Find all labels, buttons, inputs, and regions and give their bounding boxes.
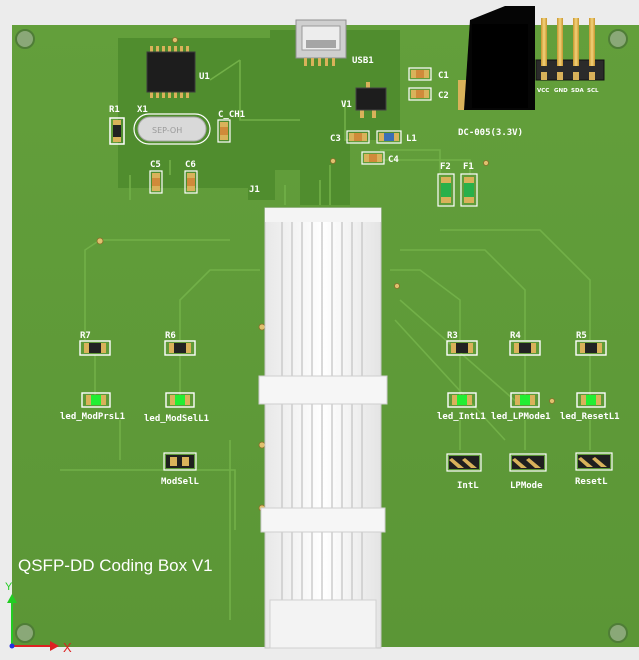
- capacitor-c6: [184, 170, 198, 194]
- jumper-reset: [575, 452, 613, 471]
- label-c1: C1: [438, 71, 449, 81]
- label-usb1: USB1: [352, 56, 374, 66]
- label-c-ch1: C_CH1: [218, 110, 245, 120]
- led-modprs: [81, 392, 111, 408]
- ic-u1: [146, 46, 196, 98]
- label-r1: R1: [109, 105, 120, 115]
- mounting-holes: [15, 29, 628, 643]
- capacitor-c3: [346, 130, 370, 144]
- jumper-modsel: [163, 452, 197, 471]
- resistor-r6: [164, 340, 196, 356]
- resistor-r3: [446, 340, 478, 356]
- label-dc: DC-005(3.3V): [458, 128, 523, 138]
- pcb-traces: [60, 59, 591, 620]
- label-led-reset: led_ResetL1: [560, 412, 620, 422]
- header-pin-vcc: VCC: [537, 88, 549, 94]
- label-led-lpmode: led_LPMode1: [491, 412, 551, 422]
- jumper-int: [446, 453, 482, 472]
- capacitor-c-ch1: [217, 119, 231, 143]
- header-pin-sda: SDA: [571, 88, 585, 94]
- fuse-f2: [437, 173, 455, 207]
- label-c4: C4: [388, 155, 399, 165]
- resistor-r1: [109, 117, 125, 145]
- label-f1: F1: [463, 162, 474, 172]
- capacitor-c5: [149, 170, 163, 194]
- fuse-f1: [460, 173, 478, 207]
- label-u1: U1: [199, 72, 210, 82]
- label-sw-lpmode: LPMode: [510, 481, 543, 491]
- label-l1: L1: [406, 134, 417, 144]
- header-pin-scl: SCL: [587, 88, 599, 94]
- label-sw-modsel: ModSelL: [161, 477, 200, 487]
- label-r7: R7: [80, 331, 91, 341]
- label-c5: C5: [150, 160, 161, 170]
- axis-gizmo: [7, 594, 59, 651]
- capacitor-c1: [408, 67, 432, 81]
- label-r3: R3: [447, 331, 458, 341]
- label-f2: F2: [440, 162, 451, 172]
- usb-connector: [295, 19, 347, 66]
- label-c6: C6: [185, 160, 196, 170]
- label-r6: R6: [165, 331, 176, 341]
- label-j1: J1: [249, 185, 260, 195]
- led-int: [447, 392, 477, 408]
- resistor-r4: [509, 340, 541, 356]
- inductor-l1: [376, 130, 402, 144]
- header-pin-gnd: GND: [554, 88, 568, 94]
- label-led-modsel: led_ModSelL1: [144, 414, 209, 424]
- capacitor-c4: [361, 151, 385, 165]
- resistor-r7: [79, 340, 111, 356]
- qsfp-dd-connector: [258, 207, 388, 649]
- label-r5: R5: [576, 331, 587, 341]
- label-c2: C2: [438, 91, 449, 101]
- board-title: QSFP-DD Coding Box V1: [18, 556, 213, 575]
- label-x1: X1: [137, 105, 148, 115]
- axis-y-label: Y: [5, 581, 13, 593]
- label-sw-reset: ResetL: [575, 477, 608, 487]
- axis-x-label: X: [63, 640, 72, 655]
- label-c3: C3: [330, 134, 341, 144]
- label-r4: R4: [510, 331, 521, 341]
- jumper-lpmode: [509, 453, 547, 472]
- led-reset: [576, 392, 606, 408]
- label-led-int: led_IntL1: [437, 412, 486, 422]
- label-led-modprs: led_ModPrsL1: [60, 412, 125, 422]
- regulator-v1: [355, 82, 387, 118]
- crystal-x1: SEP-OH: [133, 113, 211, 145]
- led-modsel: [165, 392, 195, 408]
- resistor-r5: [575, 340, 607, 356]
- pin-header: [535, 18, 605, 81]
- dc-jack: [458, 6, 535, 110]
- label-v1: V1: [341, 100, 352, 110]
- capacitor-c2: [408, 87, 432, 101]
- crystal-marking: SEP-OH: [152, 126, 182, 135]
- led-lpmode: [510, 392, 540, 408]
- label-sw-int: IntL: [457, 481, 479, 491]
- copper-pour-usb: [270, 30, 400, 205]
